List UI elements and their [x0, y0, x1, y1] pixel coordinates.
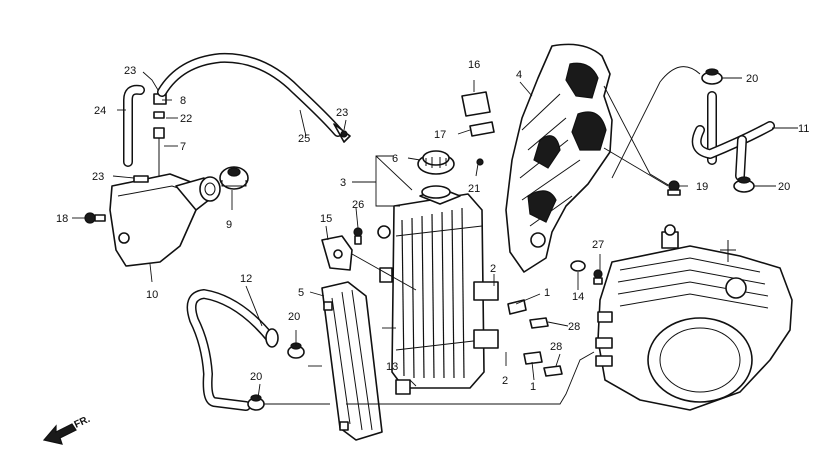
radiator-guard [321, 235, 411, 441]
callout-16: 16 [468, 59, 480, 71]
lower-hose [186, 289, 279, 411]
reservoir-tank [109, 173, 221, 267]
callout-numbers: 1 1 2 2 3 4 5 6 7 8 9 10 11 12 13 14 15 … [56, 59, 809, 393]
callout-23: 23 [124, 65, 136, 77]
callout-28: 28 [568, 321, 580, 333]
callout-23: 23 [92, 171, 104, 183]
upper-hose [691, 91, 775, 181]
callout-1: 1 [544, 287, 550, 299]
callout-27: 27 [592, 239, 604, 251]
engine-cylinder [595, 224, 793, 411]
callout-25: 25 [298, 133, 310, 145]
reservoir-tubes [123, 84, 167, 183]
callout-23: 23 [336, 107, 348, 119]
callout-5: 5 [298, 287, 304, 299]
callout-15: 15 [320, 213, 332, 225]
callout-21: 21 [468, 183, 480, 195]
callout-2: 2 [502, 375, 508, 387]
callout-12: 12 [240, 273, 252, 285]
callout-9: 9 [226, 219, 232, 231]
leader-lines [72, 66, 798, 405]
callout-4: 4 [516, 69, 522, 81]
overflow-hose [157, 52, 351, 143]
callout-14: 14 [572, 291, 584, 303]
callout-26: 26 [352, 199, 364, 211]
front-direction-arrow: FR. [42, 414, 92, 445]
reservoir-cap [219, 166, 249, 190]
callout-24: 24 [94, 105, 106, 117]
callout-13: 13 [386, 361, 398, 373]
callout-8: 8 [180, 95, 186, 107]
callout-6: 6 [392, 153, 398, 165]
callout-11: 11 [798, 123, 809, 135]
callout-20: 20 [746, 73, 758, 85]
fasteners [84, 130, 681, 377]
callout-17: 17 [434, 129, 446, 141]
callout-10: 10 [146, 289, 158, 301]
callout-18: 18 [56, 213, 68, 225]
hose-clamps [247, 68, 755, 411]
callout-3: 3 [340, 177, 346, 189]
emblem-parts [461, 91, 495, 137]
callout-20: 20 [778, 181, 790, 193]
callout-2: 2 [490, 263, 496, 275]
callout-7: 7 [180, 141, 186, 153]
radiator-shroud [505, 43, 613, 273]
radiator [377, 185, 499, 389]
callout-1: 1 [530, 381, 536, 393]
callout-19: 19 [696, 181, 708, 193]
callout-20: 20 [250, 371, 262, 383]
callout-20: 20 [288, 311, 300, 323]
front-direction-label: FR. [73, 414, 92, 431]
radiator-cap [417, 150, 455, 175]
callout-28: 28 [550, 341, 562, 353]
callout-22: 22 [180, 113, 192, 125]
